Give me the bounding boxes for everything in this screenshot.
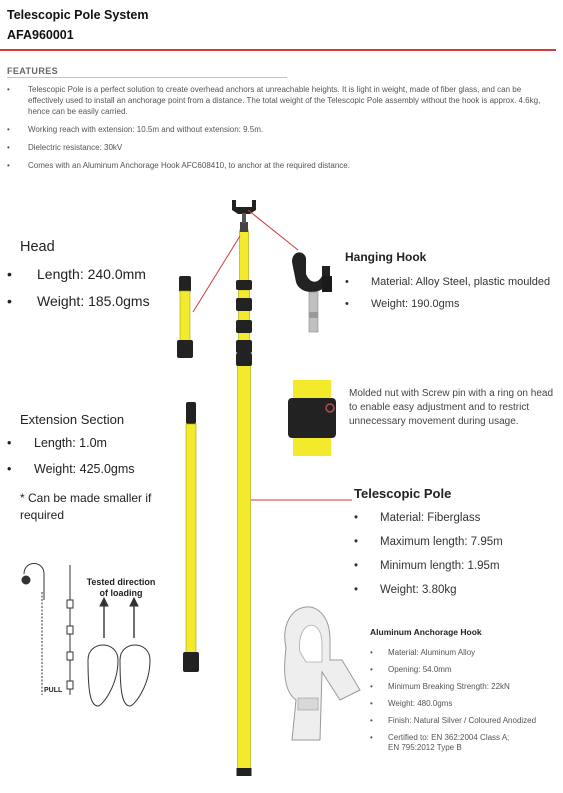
alu-cert-line2: EN 795:2012 Type B: [388, 743, 462, 752]
head-spec-list: Length: 240.0mm Weight: 185.0gms: [7, 266, 187, 320]
feature-item: Working reach with extension: 10.5m and …: [7, 124, 555, 135]
aluminum-hook-image: [284, 606, 361, 741]
telescopic-pole-title: Telescopic Pole: [354, 486, 452, 501]
hanging-hook-spec-list: Material: Alloy Steel, plastic moulded W…: [345, 276, 560, 320]
extension-title: Extension Section: [20, 412, 125, 427]
features-heading: FEATURES: [7, 66, 59, 76]
aluminum-hook-spec-list: Material: Aluminum Alloy Opening: 54.0mm…: [370, 648, 560, 757]
molded-nut-image: [288, 380, 336, 456]
head-spec-weight: Weight: 185.0gms: [7, 293, 187, 320]
extension-spec-weight: Weight: 425.0gms: [7, 462, 182, 488]
head-spec-length: Length: 240.0mm: [7, 266, 187, 293]
title-divider: [0, 49, 556, 51]
alu-spec-opening: Opening: 54.0mm: [370, 665, 560, 682]
molded-nut-description: Molded nut with Screw pin with a ring on…: [349, 388, 554, 427]
hanging-hook-title: Hanging Hook: [345, 250, 427, 264]
extension-spec-length: Length: 1.0m: [7, 436, 182, 462]
pole-spec-material: Material: Fiberglass: [354, 512, 559, 536]
feature-item: Dielectric resistance: 30kV: [7, 142, 555, 153]
pole-spec-weight: Weight: 3.80kg: [354, 584, 559, 608]
telescopic-pole-image: [232, 200, 256, 776]
alu-spec-certification: Certified to: EN 362:2004 Class A; EN 79…: [370, 733, 560, 757]
extension-note: * Can be made smaller if required: [20, 491, 152, 522]
pull-label: PULL: [44, 687, 63, 694]
page-title: Telescopic Pole System: [7, 8, 149, 22]
feature-item: Comes with an Aluminum Anchorage Hook AF…: [7, 160, 555, 171]
telescopic-pole-spec-list: Material: Fiberglass Maximum length: 7.9…: [354, 512, 559, 608]
alu-cert-line1: Certified to: EN 362:2004 Class A;: [388, 733, 510, 742]
aluminum-hook-title: Aluminum Anchorage Hook: [370, 627, 482, 637]
loading-direction-label: Tested direction of loading: [86, 577, 156, 598]
pole-spec-max-length: Maximum length: 7.95m: [354, 536, 559, 560]
alu-spec-finish: Finish: Natural Silver / Coloured Anodiz…: [370, 716, 560, 733]
head-title: Head: [20, 239, 55, 255]
features-list: Telescopic Pole is a perfect solution to…: [7, 84, 555, 178]
hanging-hook-image: [292, 252, 332, 333]
loading-direction-diagram: [21, 563, 151, 707]
alu-spec-strength: Minimum Breaking Strength: 22kN: [370, 682, 560, 699]
alu-spec-material: Material: Aluminum Alloy: [370, 648, 560, 665]
alu-spec-weight: Weight: 480.0gms: [370, 699, 560, 716]
features-divider: [7, 77, 287, 78]
extension-section-image: [183, 402, 199, 672]
hanging-hook-spec-material: Material: Alloy Steel, plastic moulded: [345, 276, 560, 298]
product-code: AFA960001: [7, 28, 74, 42]
extension-spec-list: Length: 1.0m Weight: 425.0gms: [7, 436, 182, 488]
hanging-hook-spec-weight: Weight: 190.0gms: [345, 298, 560, 320]
pole-spec-min-length: Minimum length: 1.95m: [354, 560, 559, 584]
feature-item: Telescopic Pole is a perfect solution to…: [7, 84, 555, 117]
